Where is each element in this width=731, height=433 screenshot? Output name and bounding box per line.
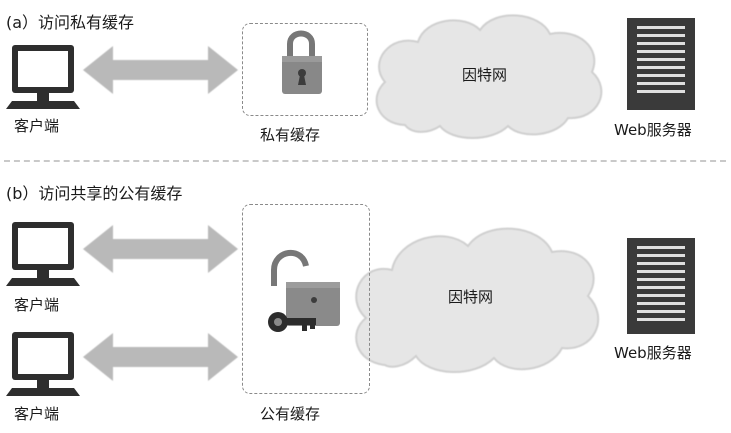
private-cache-label: 私有缓存	[260, 126, 321, 144]
cloud-icon	[375, 14, 603, 139]
client-computer-icon	[6, 222, 80, 286]
panel-b-title: (b）访问共享的公有缓存	[6, 184, 183, 203]
locked-padlock-icon	[282, 30, 322, 94]
client-computer-icon	[6, 45, 80, 109]
client-label: 客户端	[14, 405, 60, 423]
double-arrow-icon	[83, 225, 238, 273]
double-arrow-icon	[83, 333, 238, 381]
client-label: 客户端	[14, 117, 60, 135]
client-computer-icon	[6, 332, 80, 396]
panel-divider	[4, 160, 726, 162]
private-cache-box	[242, 23, 368, 116]
internet-label: 因特网	[448, 288, 494, 306]
cloud-icon	[355, 227, 599, 373]
server-tower-icon	[627, 238, 695, 334]
public-cache-box	[242, 204, 370, 394]
web-server-label: Web服务器	[614, 344, 692, 362]
server-tower-icon	[627, 18, 695, 110]
panel-a-title: (a）访问私有缓存	[6, 13, 135, 32]
web-server-label: Web服务器	[614, 121, 692, 139]
internet-label: 因特网	[462, 66, 508, 84]
double-arrow-icon	[83, 46, 238, 94]
client-label: 客户端	[14, 296, 60, 314]
public-cache-label: 公有缓存	[260, 405, 321, 423]
unlocked-padlock-with-key-icon	[268, 249, 340, 332]
